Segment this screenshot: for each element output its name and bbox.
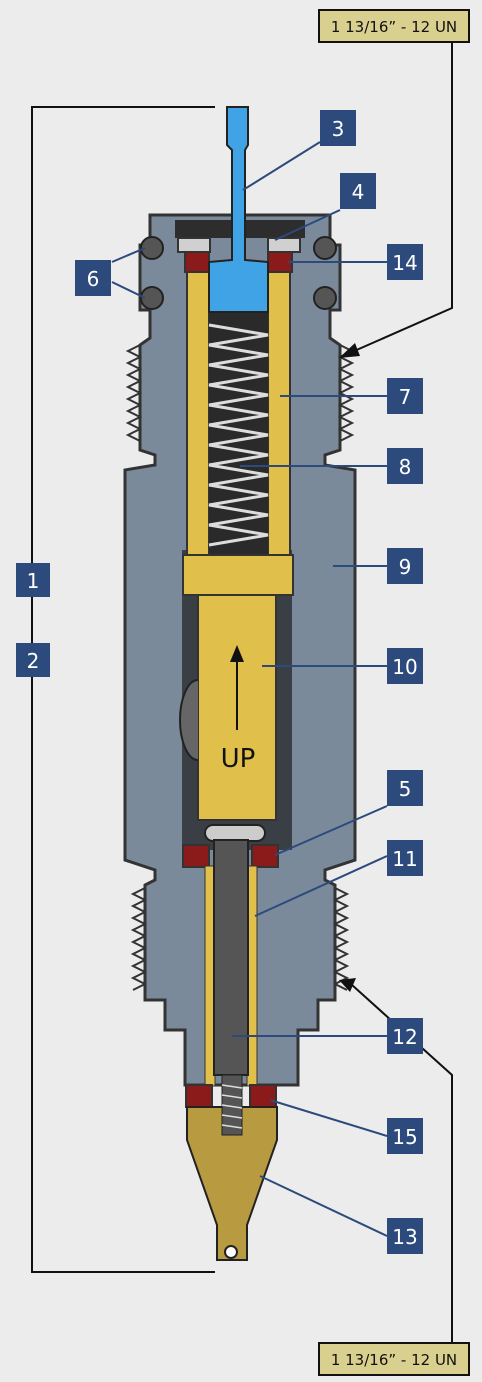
sleeve-right [267,269,291,556]
seal-bottom-right [249,1084,277,1108]
svg-text:10: 10 [392,655,417,679]
callout-14: 14 [387,244,423,280]
overall-length-bracket [31,106,215,1273]
svg-text:12: 12 [392,1025,417,1049]
svg-text:1: 1 [27,569,40,593]
flow-arrow-head [230,645,244,662]
svg-text:13: 13 [392,1225,417,1249]
svg-text:2: 2 [27,649,40,673]
callout-7: 7 [387,378,423,414]
callout-8: 8 [387,448,423,484]
callout-3: 3 [320,110,356,146]
svg-text:15: 15 [392,1125,417,1149]
seal-mid-right [251,844,279,868]
piston-side-port [179,679,199,761]
spring-cavity [209,310,268,560]
seal-mid-left [182,844,210,868]
retainer-plate [204,824,266,842]
thread-arrow-head-top [339,343,360,358]
callout-9: 9 [387,548,423,584]
svg-text:14: 14 [392,251,417,275]
rod [213,839,249,1076]
callout-4: 4 [340,173,376,209]
seal-bottom-left [185,1084,213,1108]
rod-thread-marks [221,1084,243,1129]
thread-arrow-head-bottom [339,978,356,992]
callout-15: 15 [387,1118,423,1154]
sleeve-left [186,269,210,556]
callout-6: 6 [75,260,111,296]
svg-text:5: 5 [399,777,412,801]
svg-text:7: 7 [399,385,412,409]
callout-11: 11 [387,840,423,876]
washer-left [177,237,211,253]
upper-threads [125,344,355,442]
o-ring-lower-left [140,286,164,310]
thread-spec-top: 1 13/16” - 12 UN [331,18,457,36]
thread-spec-top-box [318,9,470,43]
o-ring-lower-right [313,286,337,310]
callout-12: 12 [387,1018,423,1054]
leader-lines [111,141,388,1237]
thread-spec-bottom-box [318,1342,470,1376]
thread-spec-leaders [351,43,453,1358]
washer-right [267,237,301,253]
spring [208,323,269,547]
svg-text:3: 3 [332,117,345,141]
seal-top-left [184,251,210,273]
lower-threads [130,887,350,991]
callout-2: 2 [16,643,50,677]
svg-text:9: 9 [399,555,412,579]
tip-hole [224,1245,238,1259]
flow-direction-label: UP [221,744,256,774]
callout-13: 13 [387,1218,423,1254]
callout-10: 10 [387,648,423,684]
stem [208,106,269,313]
svg-text:8: 8 [399,455,412,479]
o-ring-upper-left [140,236,164,260]
callout-1: 1 [16,563,50,597]
piston-head [182,554,294,596]
svg-text:6: 6 [87,267,100,291]
callout-5: 5 [387,770,423,806]
svg-text:4: 4 [352,180,365,204]
o-ring-upper-right [313,236,337,260]
tip [186,1106,278,1261]
svg-text:11: 11 [392,847,417,871]
thread-spec-bottom: 1 13/16” - 12 UN [331,1351,457,1369]
